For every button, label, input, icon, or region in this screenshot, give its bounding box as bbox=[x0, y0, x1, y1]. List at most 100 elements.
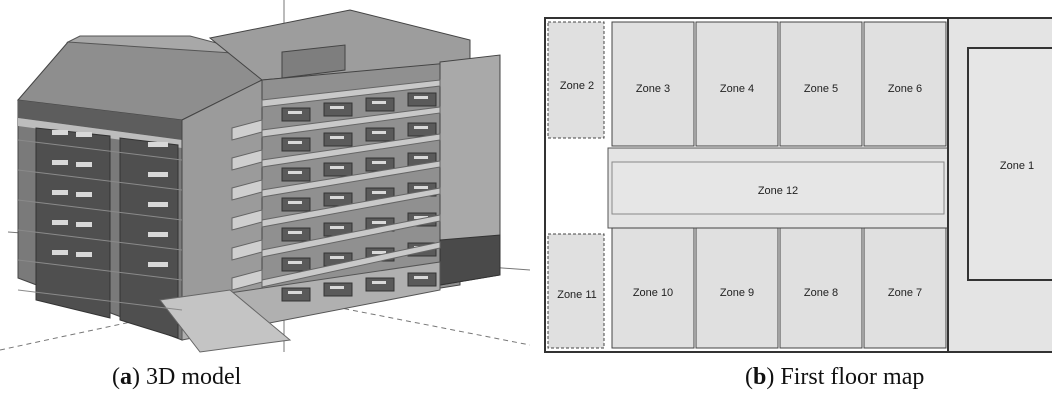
facade-details bbox=[17, 79, 441, 311]
floor-line bbox=[17, 229, 183, 251]
window-glazing bbox=[330, 256, 344, 259]
window-glazing bbox=[414, 96, 428, 99]
end-tower-base bbox=[439, 234, 501, 286]
window bbox=[281, 257, 311, 272]
window-glazing bbox=[330, 106, 344, 109]
floor-line bbox=[17, 199, 183, 221]
window bbox=[365, 277, 395, 292]
zone-3-area bbox=[611, 21, 695, 147]
window bbox=[365, 97, 395, 112]
left-window bbox=[148, 172, 168, 177]
zone-4-area bbox=[695, 21, 779, 147]
balcony-slab bbox=[261, 160, 441, 198]
zone-12-inner bbox=[611, 161, 945, 215]
left-window bbox=[52, 160, 68, 165]
3d-building-model bbox=[0, 0, 530, 353]
floor-line bbox=[17, 169, 183, 191]
side-balcony bbox=[231, 269, 263, 291]
left-window bbox=[52, 190, 68, 195]
window-glazing bbox=[372, 221, 386, 224]
window-glazing bbox=[330, 166, 344, 169]
window-glazing bbox=[288, 261, 302, 264]
zone-7-label: Zone 7 bbox=[888, 287, 922, 299]
zone-3-label: Zone 3 bbox=[636, 83, 670, 95]
zone-11-label: Zone 11 bbox=[557, 289, 597, 301]
left-window bbox=[148, 232, 168, 237]
window bbox=[407, 92, 437, 107]
window-glazing bbox=[288, 111, 302, 114]
balcony-slab bbox=[261, 187, 441, 228]
zone-10-area bbox=[611, 227, 695, 349]
window bbox=[323, 162, 353, 177]
3d-model-panel: (a) 3D model bbox=[0, 0, 530, 390]
first-floor-map: Zone 2 Zone 3 Zone 4 Zone 5 Zone 6 Zone … bbox=[544, 17, 1052, 353]
window-glazing bbox=[288, 141, 302, 144]
window bbox=[281, 137, 311, 152]
left-window bbox=[148, 262, 168, 267]
window-glazing bbox=[414, 126, 428, 129]
left-window bbox=[52, 130, 68, 135]
roof-top bbox=[66, 35, 263, 56]
window bbox=[323, 282, 353, 297]
window bbox=[281, 197, 311, 212]
window bbox=[281, 107, 311, 122]
window bbox=[323, 132, 353, 147]
balcony-slab bbox=[261, 133, 441, 168]
left-wall-panel bbox=[35, 127, 111, 319]
left-window bbox=[76, 132, 92, 137]
zone-2-label: Zone 2 bbox=[560, 80, 594, 92]
balcony-slab bbox=[261, 214, 441, 258]
window-glazing bbox=[414, 276, 428, 279]
left-window bbox=[76, 192, 92, 197]
window-glazing bbox=[288, 231, 302, 234]
zone-2-area bbox=[547, 21, 605, 139]
window-glazing bbox=[372, 161, 386, 164]
left-window bbox=[52, 250, 68, 255]
zone-10-label: Zone 10 bbox=[633, 287, 673, 299]
left-window bbox=[76, 162, 92, 167]
zone-7-area bbox=[863, 227, 947, 349]
window-glazing bbox=[330, 136, 344, 139]
entrance-ramp bbox=[159, 289, 292, 353]
left-window bbox=[76, 252, 92, 257]
window bbox=[323, 102, 353, 117]
window-glazing bbox=[330, 196, 344, 199]
caption-3d-model: (a) 3D model bbox=[112, 364, 242, 390]
window-glazing bbox=[372, 191, 386, 194]
window-glazing bbox=[330, 226, 344, 229]
zone-1-inner bbox=[967, 47, 1052, 281]
roof-fascia bbox=[18, 100, 182, 140]
balcony-slab bbox=[261, 79, 441, 108]
zone-8-label: Zone 8 bbox=[804, 287, 838, 299]
window-glazing bbox=[288, 291, 302, 294]
zone-9-area bbox=[695, 227, 779, 349]
zone-8-area bbox=[779, 227, 863, 349]
floor-line bbox=[17, 139, 183, 161]
window bbox=[281, 167, 311, 182]
window bbox=[407, 272, 437, 287]
zone-12-label: Zone 12 bbox=[758, 185, 798, 197]
floor-map-panel: Zone 2 Zone 3 Zone 4 Zone 5 Zone 6 Zone … bbox=[540, 0, 1052, 403]
roof-opening bbox=[281, 44, 346, 79]
floor-line bbox=[17, 289, 183, 311]
zone-6-area bbox=[863, 21, 947, 147]
window-glazing bbox=[372, 281, 386, 284]
caption-floor-map: (b) First floor map bbox=[745, 364, 925, 390]
window-glazing bbox=[288, 171, 302, 174]
window-glazing bbox=[330, 286, 344, 289]
zone-1-label: Zone 1 bbox=[1000, 160, 1034, 172]
balcony-slab bbox=[261, 241, 441, 288]
window bbox=[281, 227, 311, 242]
window-glazing bbox=[372, 251, 386, 254]
zone-9-label: Zone 9 bbox=[720, 287, 754, 299]
zone-5-area bbox=[779, 21, 863, 147]
window-glazing bbox=[372, 101, 386, 104]
side-balcony bbox=[231, 239, 263, 261]
left-window bbox=[76, 222, 92, 227]
window-glazing bbox=[372, 131, 386, 134]
side-balcony bbox=[231, 209, 263, 231]
window bbox=[365, 127, 395, 142]
zone-5-label: Zone 5 bbox=[804, 83, 838, 95]
side-balcony bbox=[231, 149, 263, 171]
zone-4-label: Zone 4 bbox=[720, 83, 754, 95]
